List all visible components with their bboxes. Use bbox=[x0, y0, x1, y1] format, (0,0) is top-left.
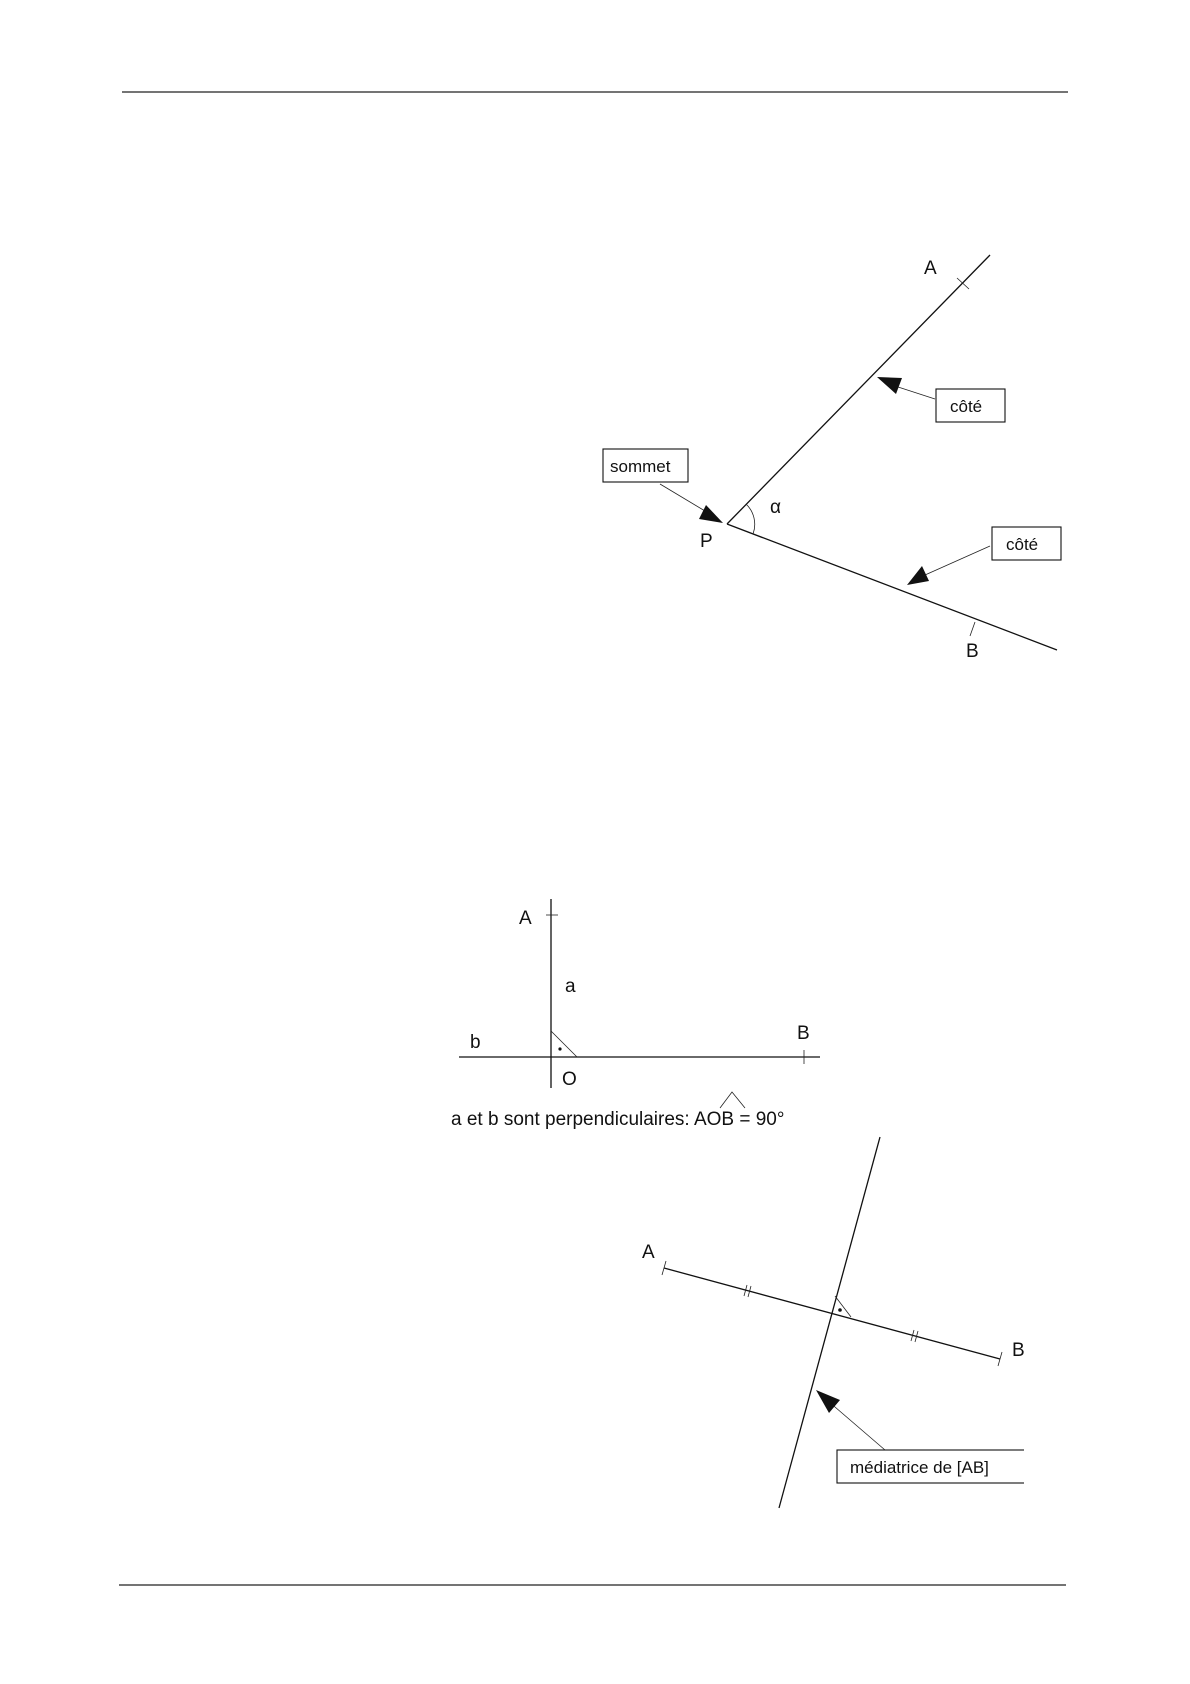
label-a: A bbox=[519, 908, 532, 929]
label-a: A bbox=[924, 258, 937, 279]
bisector-figure: A B médiatrice de [AB] bbox=[642, 1136, 1025, 1509]
side-pa bbox=[726, 254, 991, 525]
callout-cote-2-box bbox=[991, 526, 1062, 561]
callout-box bbox=[836, 1449, 1024, 1484]
angle-alpha: α bbox=[770, 497, 781, 518]
caption: a et b sont perpendiculaires: AOB = 90° bbox=[451, 1109, 784, 1130]
angle-figure: A P B α sommet côté côté bbox=[602, 254, 1062, 662]
callout-cote-2: côté bbox=[1006, 535, 1038, 554]
right-angle-dot bbox=[558, 1047, 562, 1051]
callout-sommet: sommet bbox=[610, 457, 671, 476]
callout-cote-1-box bbox=[935, 388, 1006, 423]
label-a: A bbox=[642, 1242, 655, 1263]
endpoint-a bbox=[661, 1260, 667, 1276]
arrow-cote-1-head bbox=[877, 377, 902, 394]
label-p: P bbox=[700, 531, 713, 552]
side-pb bbox=[726, 523, 1058, 651]
label-o: O bbox=[562, 1069, 577, 1090]
equal-tick-1 bbox=[743, 1284, 752, 1298]
callout-mediatrice: médiatrice de [AB] bbox=[850, 1458, 989, 1477]
label-b: B bbox=[966, 641, 979, 662]
arrow-cote-2-line bbox=[924, 545, 991, 576]
arrow-line bbox=[827, 1400, 886, 1451]
callout-cote-1: côté bbox=[950, 397, 982, 416]
right-angle-mark bbox=[834, 1295, 852, 1318]
endpoint-b bbox=[997, 1351, 1003, 1367]
arrow-head bbox=[816, 1390, 840, 1413]
angle-hat bbox=[719, 1091, 746, 1109]
arrow-cote-2-head bbox=[907, 566, 929, 585]
right-angle-mark bbox=[550, 1030, 578, 1058]
tick-a bbox=[956, 277, 970, 290]
callout-sommet-box bbox=[602, 448, 689, 483]
angle-aob: AOB bbox=[694, 1109, 734, 1130]
perpendicular-figure: A a b B O a et b sont perpendiculaires: … bbox=[451, 899, 820, 1130]
arrow-sommet-line bbox=[659, 483, 706, 512]
equal-tick-2 bbox=[910, 1329, 919, 1343]
segment-ab bbox=[663, 1267, 1001, 1360]
right-angle-dot bbox=[838, 1308, 842, 1312]
label-line-b: b bbox=[470, 1032, 481, 1053]
label-line-a: a bbox=[565, 976, 576, 997]
tick-b bbox=[969, 621, 976, 637]
arrow-cote-1-line bbox=[894, 385, 936, 400]
label-b: B bbox=[1012, 1340, 1025, 1361]
bisector-line bbox=[778, 1136, 881, 1509]
label-b: B bbox=[797, 1023, 810, 1044]
angle-arc bbox=[745, 503, 756, 535]
arrow-sommet-head bbox=[699, 505, 723, 523]
